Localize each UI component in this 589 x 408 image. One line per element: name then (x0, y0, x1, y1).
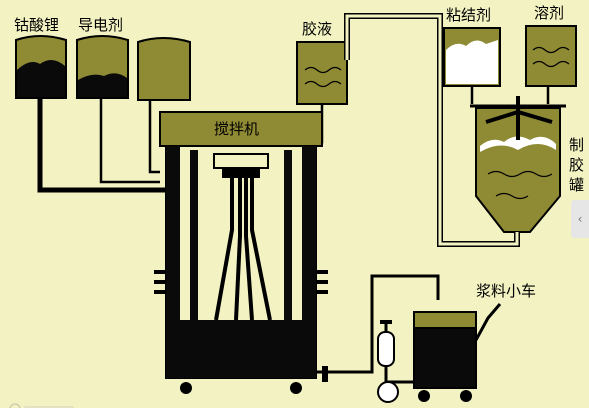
hopper-conductive-agent (76, 35, 129, 99)
glue-transfer-pipe (344, 13, 520, 247)
hopper-lithium-cobalt-oxide (15, 35, 67, 99)
cart-handle (474, 303, 502, 341)
hopper-feed-pipes (37, 98, 168, 193)
mixer-outlet-valve (316, 366, 368, 382)
glue-liquid-tank (296, 41, 348, 105)
label-glue-tank-2: 胶 (569, 156, 584, 174)
slurry-cart (413, 303, 502, 402)
filter-cylinder (377, 320, 416, 403)
side-scroll-tab[interactable]: ‹ (571, 200, 589, 238)
label-lithium-cobalt-oxide: 钴酸锂 (14, 16, 59, 34)
label-glue-liquid: 胶液 (302, 20, 332, 38)
slurry-transfer-pipe (368, 274, 440, 374)
label-binder: 粘结剂 (446, 6, 491, 24)
label-solvent: 溶剂 (534, 4, 564, 22)
label-glue-tank-3: 罐 (569, 176, 584, 194)
label-slurry-cart: 浆料小车 (476, 282, 536, 300)
glue-making-tank (470, 96, 566, 233)
binder-tank (443, 27, 501, 87)
solvent-tank (525, 25, 577, 87)
watermark-logo (9, 403, 74, 408)
chevron-left-icon: ‹ (577, 212, 583, 226)
mixer (154, 111, 328, 394)
label-glue-tank-1: 制 (569, 136, 584, 154)
label-mixer: 搅拌机 (214, 120, 259, 138)
hopper-empty (137, 37, 191, 101)
label-conductive-agent: 导电剂 (78, 16, 123, 34)
